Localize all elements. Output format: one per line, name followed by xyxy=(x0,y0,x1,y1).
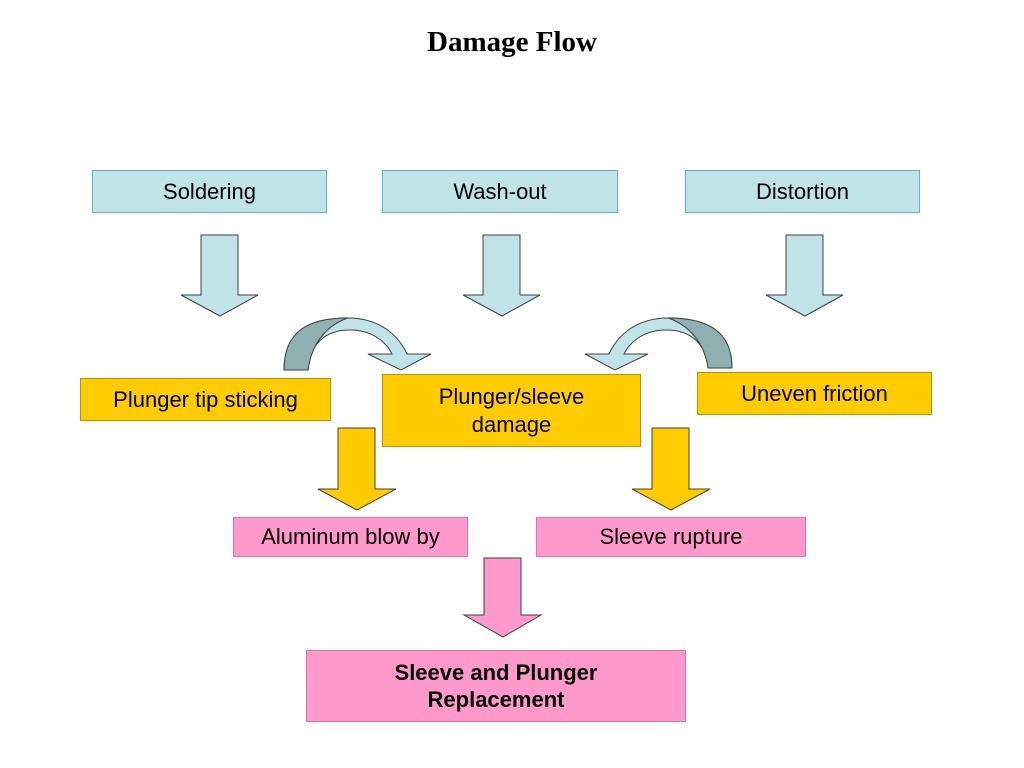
arrow-distortion-down xyxy=(765,234,844,317)
arrow-washout-down xyxy=(462,234,541,317)
cause-soldering: Soldering xyxy=(92,170,327,213)
curved-arrow-left-to-center xyxy=(283,317,432,371)
arrow-tip-sticking-down xyxy=(317,427,397,511)
mechanism-uneven-friction: Uneven friction xyxy=(697,372,932,415)
curved-arrow-right-to-center xyxy=(584,317,733,371)
cause-wash-out: Wash-out xyxy=(382,170,618,213)
mechanism-plunger-tip-sticking: Plunger tip sticking xyxy=(80,378,331,421)
outcome-sleeve-plunger-replacement: Sleeve and Plunger Replacement xyxy=(306,650,686,722)
arrow-soldering-down xyxy=(180,234,259,317)
failure-sleeve-rupture: Sleeve rupture xyxy=(536,517,806,557)
failure-aluminum-blow-by: Aluminum blow by xyxy=(233,517,468,557)
cause-distortion: Distortion xyxy=(685,170,920,213)
arrow-uneven-friction-down xyxy=(631,427,711,511)
arrow-to-replacement xyxy=(462,557,543,638)
page-title: Damage Flow xyxy=(427,26,597,58)
mechanism-plunger-sleeve-damage: Plunger/sleeve damage xyxy=(382,374,641,447)
